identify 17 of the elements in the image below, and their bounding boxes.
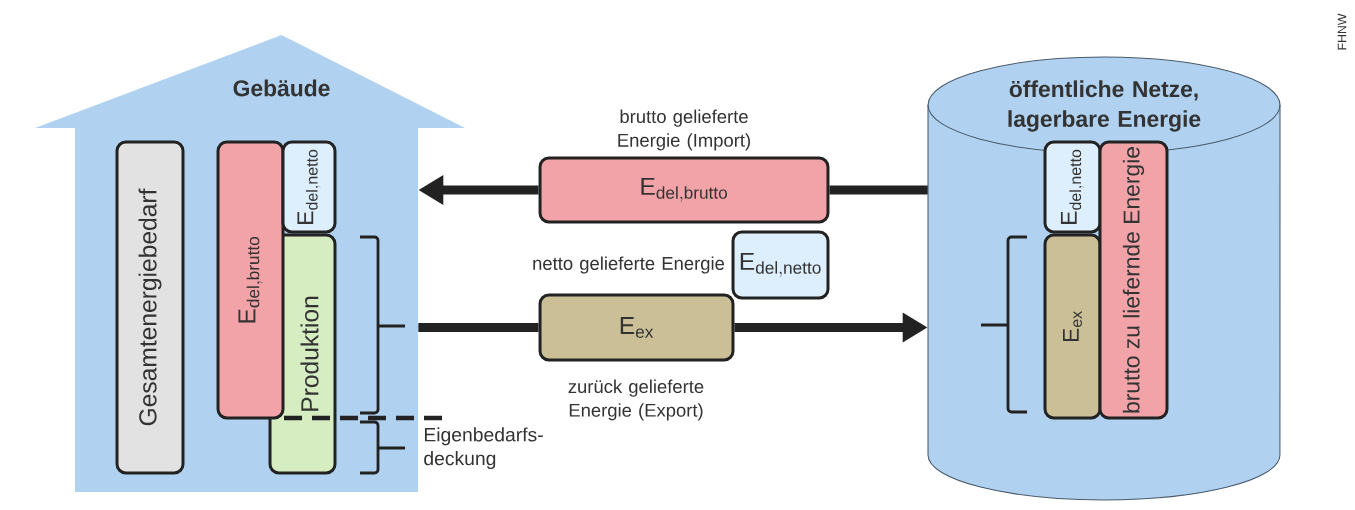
energy-bar: $\mathrm{E}_{\mathrm{del,netto}}$ xyxy=(1043,140,1102,234)
connector-line xyxy=(829,185,928,195)
building-title: Gebäude xyxy=(233,79,330,97)
demand-bar: Gesamtenergiebedarf xyxy=(115,140,185,475)
energy-bar: $\mathrm{E}_{\mathrm{del,netto}}$ xyxy=(281,140,337,234)
energy-box: $\mathrm{E}_{\mathrm{del,netto}}$ xyxy=(731,230,830,300)
energy-bar: $\mathrm{E}_{\mathrm{ex}}$ xyxy=(1043,233,1102,420)
note-text: Eigenbedarfs- deckung xyxy=(424,427,543,470)
flow-label: brutto gelieferte Energie (Import) xyxy=(618,109,750,151)
flow-label: zurück gelieferte Energie (Export) xyxy=(568,379,704,421)
connector-line xyxy=(418,323,539,332)
energy-bar: $\mathrm{E}_{\mathrm{del,brutto}}$ xyxy=(216,140,285,420)
energy-bar: brutto zu liefernde Energie xyxy=(1098,140,1169,420)
credit-text: FHNW xyxy=(1337,13,1347,50)
energy-box: $\mathrm{E}_{\mathrm{del,brutto}}$ xyxy=(538,156,830,224)
energy-box: $\mathrm{E}_{\mathrm{ex}}$ xyxy=(538,293,735,362)
flow-label: netto gelieferte Energie xyxy=(533,256,724,274)
